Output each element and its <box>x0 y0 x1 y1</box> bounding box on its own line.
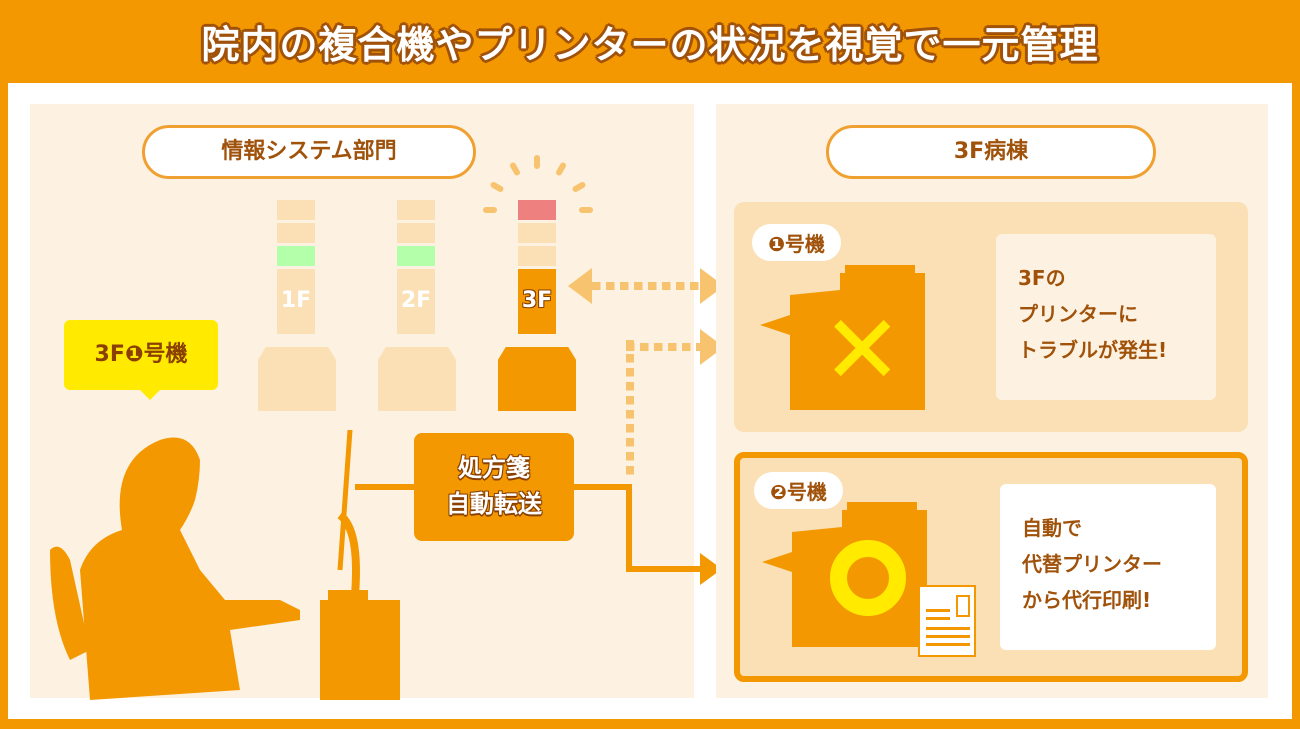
error-x-icon: ✕ <box>822 294 903 406</box>
status-dotted-line <box>626 343 702 351</box>
message-line: 3Fの <box>1018 266 1066 290</box>
page-title: 院内の複合機やプリンターの状況を視覚で一元管理 <box>201 23 1099 67</box>
floor-label: 2F <box>400 288 432 313</box>
ward-3f-label: 3F病棟 <box>826 125 1156 179</box>
machine-1-tag: ❶号機 <box>752 224 841 261</box>
printed-document-icon <box>918 585 976 657</box>
message-line: から代行印刷! <box>1022 588 1152 612</box>
prescription-auto-transfer: 処方箋 自動転送 <box>414 433 574 541</box>
network-line <box>574 484 632 490</box>
machine-1-message: 3Fの プリンターに トラブルが発生! <box>996 234 1216 400</box>
status-dotted-line <box>626 340 634 480</box>
message-line: 自動で <box>1022 516 1082 540</box>
message-line: トラブルが発生! <box>1018 338 1168 362</box>
network-line <box>626 484 632 572</box>
floor-label: 3F <box>521 288 553 313</box>
machine-2-tag: ❷号機 <box>754 472 843 509</box>
printer-icon <box>760 265 925 410</box>
status-dotted-line <box>592 282 702 290</box>
message-line: 代替プリンター <box>1022 552 1162 576</box>
network-line <box>355 484 415 490</box>
floor-label: 1F <box>280 288 312 313</box>
status-light-green <box>277 246 315 266</box>
user-at-computer-icon <box>50 429 400 700</box>
machine-2-message: 自動で 代替プリンター から代行印刷! <box>1000 484 1216 650</box>
it-department-label: 情報システム部門 <box>142 125 476 179</box>
transfer-label-line2: 自動転送 <box>446 490 542 518</box>
status-light-red <box>518 200 556 220</box>
transfer-label-line1: 処方箋 <box>458 454 530 482</box>
network-line <box>626 566 706 572</box>
status-light-green <box>397 246 435 266</box>
arrow-left-icon <box>568 268 592 304</box>
success-circle-icon <box>830 540 906 616</box>
message-line: プリンターに <box>1018 302 1138 326</box>
target-printer-bubble: 3F❶号機 <box>64 320 218 400</box>
